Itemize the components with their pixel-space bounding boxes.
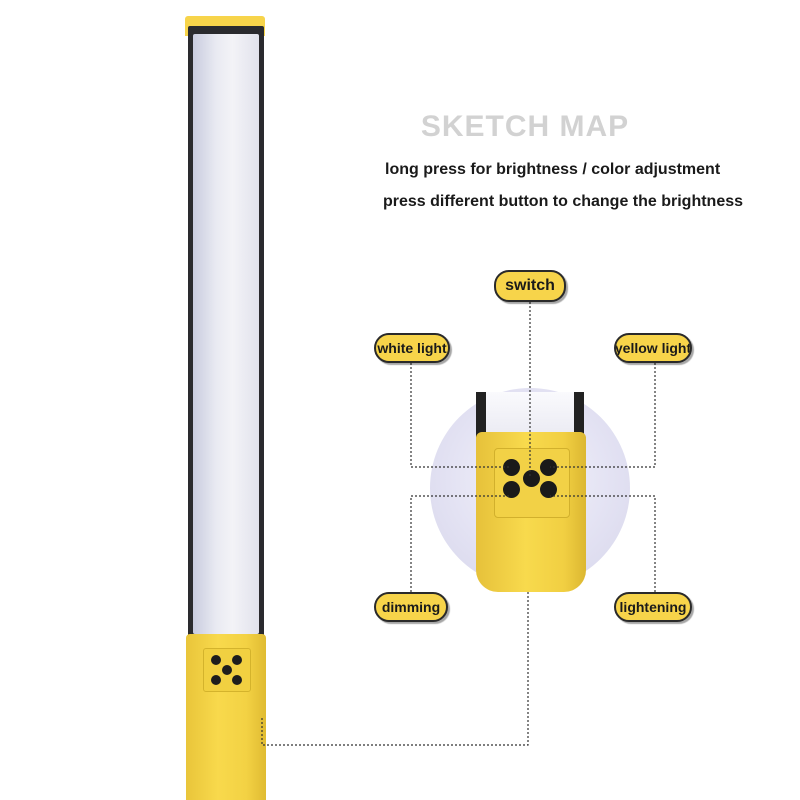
wand-button-bottom-right [232, 675, 242, 685]
wand-button-top-left [211, 655, 221, 665]
wand-button-center [222, 665, 232, 675]
wand-button-plate [203, 648, 251, 692]
wand-button-top-right [232, 655, 242, 665]
button-switch [523, 470, 540, 487]
label-yellow-light: yellow light [614, 333, 692, 363]
button-white-light [503, 459, 520, 476]
instruction-line-1: long press for brightness / color adjust… [385, 161, 721, 178]
button-lightening [540, 481, 557, 498]
button-dimming [503, 481, 520, 498]
connector-dimming [410, 495, 511, 592]
label-white-light: white light [374, 333, 450, 363]
label-dimming: dimming [374, 592, 448, 622]
instruction-line-2: press different button to change the bri… [383, 193, 744, 210]
connector-white-light [410, 363, 511, 468]
button-yellow-light [540, 459, 557, 476]
connector-zoom-to-wand [261, 592, 529, 746]
label-lightening: lightening [614, 592, 692, 622]
wand-button-bottom-left [211, 675, 221, 685]
zoom-button-plate [494, 448, 570, 518]
page-title: SKETCH MAP [420, 110, 630, 143]
wand-light-panel [193, 34, 259, 634]
connector-lightening [550, 495, 656, 592]
label-switch: switch [494, 270, 566, 302]
connector-yellow-light [550, 363, 656, 468]
